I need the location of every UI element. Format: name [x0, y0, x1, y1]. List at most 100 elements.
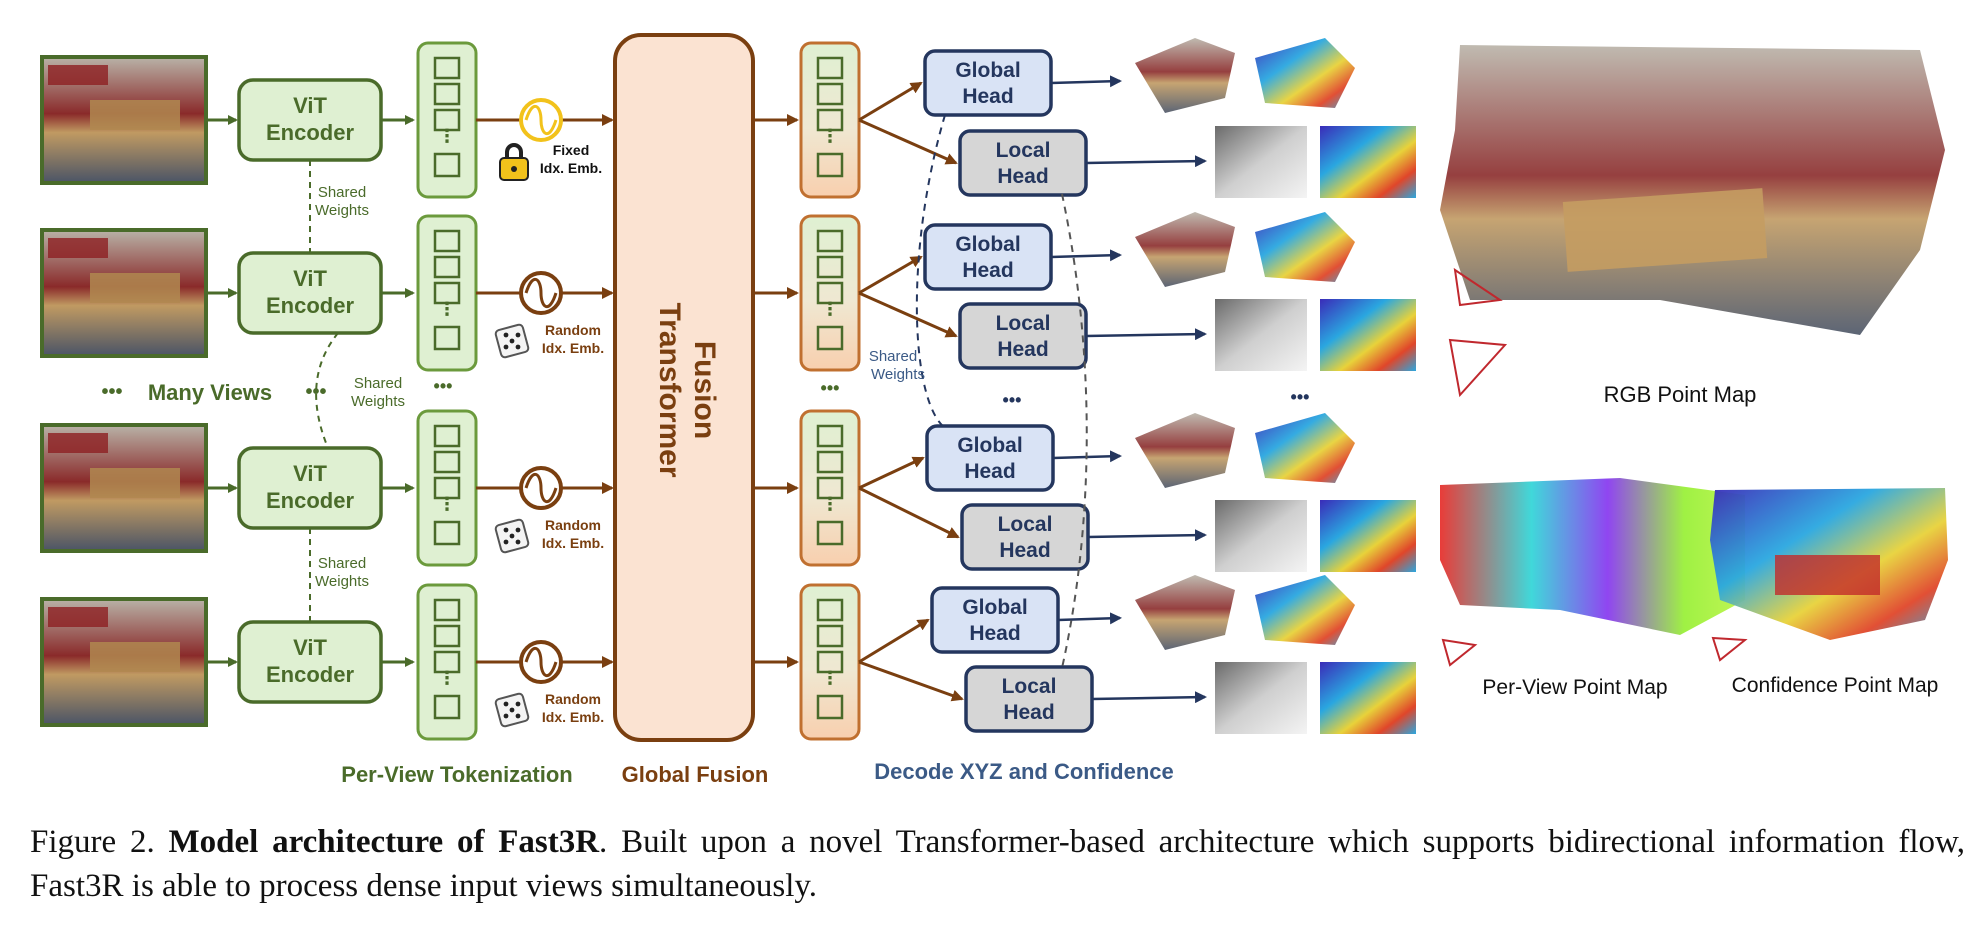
- shared-weights-line: [915, 114, 946, 429]
- token-ellipsis: ⋮: [438, 126, 456, 146]
- section-fusion-label: Global Fusion: [622, 762, 769, 787]
- token-square: [433, 520, 461, 546]
- shared-weights-label: Weights: [351, 393, 405, 410]
- fixed-emb-label-2: Idx. Emb.: [540, 160, 602, 176]
- encoder-label-line2: Encoder: [266, 120, 354, 145]
- counter-shape: [48, 238, 108, 258]
- local-head-output-arrow: [1085, 155, 1207, 168]
- section-decode-label: Decode XYZ and Confidence: [874, 759, 1174, 784]
- sine-curve: [524, 647, 558, 677]
- token-square: [433, 694, 461, 720]
- ellipsis-tokens-in: •••: [434, 376, 453, 396]
- token-square: [433, 650, 461, 674]
- token-column-box: [416, 409, 478, 567]
- head-outputs-3: [1135, 413, 1416, 572]
- sine-curve: [524, 278, 558, 308]
- dice-pip: [503, 332, 509, 338]
- fusion-label-line2: Transformer: [653, 302, 686, 477]
- table-shape: [90, 100, 180, 130]
- output-token-box: [799, 41, 861, 199]
- token-square: [816, 520, 844, 546]
- token-square: [816, 56, 844, 80]
- token-column-4: ⋮: [416, 583, 478, 741]
- lock-keyhole: [511, 166, 517, 172]
- local-depth-map: [1215, 662, 1307, 734]
- shared-weights-label: Shared: [318, 555, 366, 572]
- shared-weights-label: Shared: [869, 348, 917, 365]
- local-head-label-1: Local: [996, 312, 1051, 335]
- ellipsis-left: •••: [101, 381, 122, 403]
- global-pointmap-rgb: [1135, 413, 1235, 488]
- shared-weights-label: Weights: [315, 573, 369, 590]
- caption-bold-title: Model architecture of Fast3R: [168, 824, 600, 860]
- local-head-output-arrow: [1085, 328, 1207, 341]
- token-square: [816, 598, 844, 622]
- counter-shape: [48, 65, 108, 85]
- dice-pip: [509, 707, 515, 713]
- input-view-4: [40, 597, 208, 727]
- confidence-point-map-label: Confidence Point Map: [1732, 674, 1939, 697]
- token-square: [433, 325, 461, 351]
- dice-pip: [515, 701, 521, 707]
- token-square: [433, 56, 461, 80]
- dice-pip: [503, 539, 509, 545]
- token-square: [816, 229, 844, 253]
- global-pointmap-rgb: [1135, 575, 1235, 650]
- output-token-box: [799, 214, 861, 372]
- ellipsis-tokens-out: •••: [821, 378, 840, 398]
- token-square: [433, 108, 461, 132]
- random-emb-label-1: Random: [545, 322, 601, 338]
- token-ellipsis: ⋮: [821, 299, 839, 319]
- local-depth-map: [1215, 126, 1307, 198]
- tokens-to-global-head-arrow: [858, 618, 930, 664]
- input-view-1: [40, 55, 208, 185]
- confidence-hot-region: [1775, 555, 1880, 595]
- shared-weights-label: Weights: [871, 366, 925, 383]
- many-views-label: Many Views: [148, 380, 272, 405]
- ellipsis-outputs: •••: [1291, 387, 1310, 407]
- global-pointmap-conf: [1255, 575, 1355, 645]
- output-token-column-1: ⋮: [799, 41, 861, 199]
- section-tokenization-label: Per-View Tokenization: [341, 762, 572, 787]
- rgb-point-map-label: RGB Point Map: [1604, 382, 1757, 407]
- token-column-1: ⋮: [416, 41, 478, 199]
- sine-wave-icon-2: [519, 271, 563, 315]
- local-depth-map: [1215, 299, 1307, 371]
- input-view-3: [40, 423, 208, 553]
- random-emb-label-2: Idx. Emb.: [542, 535, 604, 551]
- figure-caption: Figure 2. Model architecture of Fast3R. …: [30, 820, 1965, 908]
- sine-wave-icon-3: [519, 466, 563, 510]
- token-column-box: [416, 214, 478, 372]
- token-square: [433, 424, 461, 448]
- token-ellipsis: ⋮: [821, 126, 839, 146]
- local-head-label-2: Head: [997, 338, 1048, 361]
- token-square: [816, 82, 844, 106]
- dice-pip: [503, 344, 509, 350]
- tokens-to-local-head-arrow: [858, 660, 964, 702]
- shared-weights-label: Shared: [354, 375, 402, 392]
- token-ellipsis: ⋮: [438, 668, 456, 688]
- dice-pip: [515, 332, 521, 338]
- caption-prefix: Figure 2.: [30, 824, 169, 860]
- global-head-output-arrow: [1050, 75, 1122, 88]
- shared-weights-line: [315, 332, 339, 449]
- token-square: [816, 694, 844, 720]
- dice-pip: [509, 533, 515, 539]
- confidence-point-map: [1710, 488, 1948, 662]
- tokens-to-global-head-arrow: [858, 456, 925, 490]
- shared-weights-label: Shared: [318, 184, 366, 201]
- output-token-box: [799, 409, 861, 567]
- local-confidence-map: [1320, 500, 1416, 572]
- camera-frustum: [1441, 638, 1478, 667]
- token-square: [816, 152, 844, 178]
- dice-pip: [509, 338, 515, 344]
- camera-frustum: [1448, 338, 1508, 398]
- global-pointmap-rgb: [1135, 38, 1235, 113]
- token-column-3: ⋮: [416, 409, 478, 567]
